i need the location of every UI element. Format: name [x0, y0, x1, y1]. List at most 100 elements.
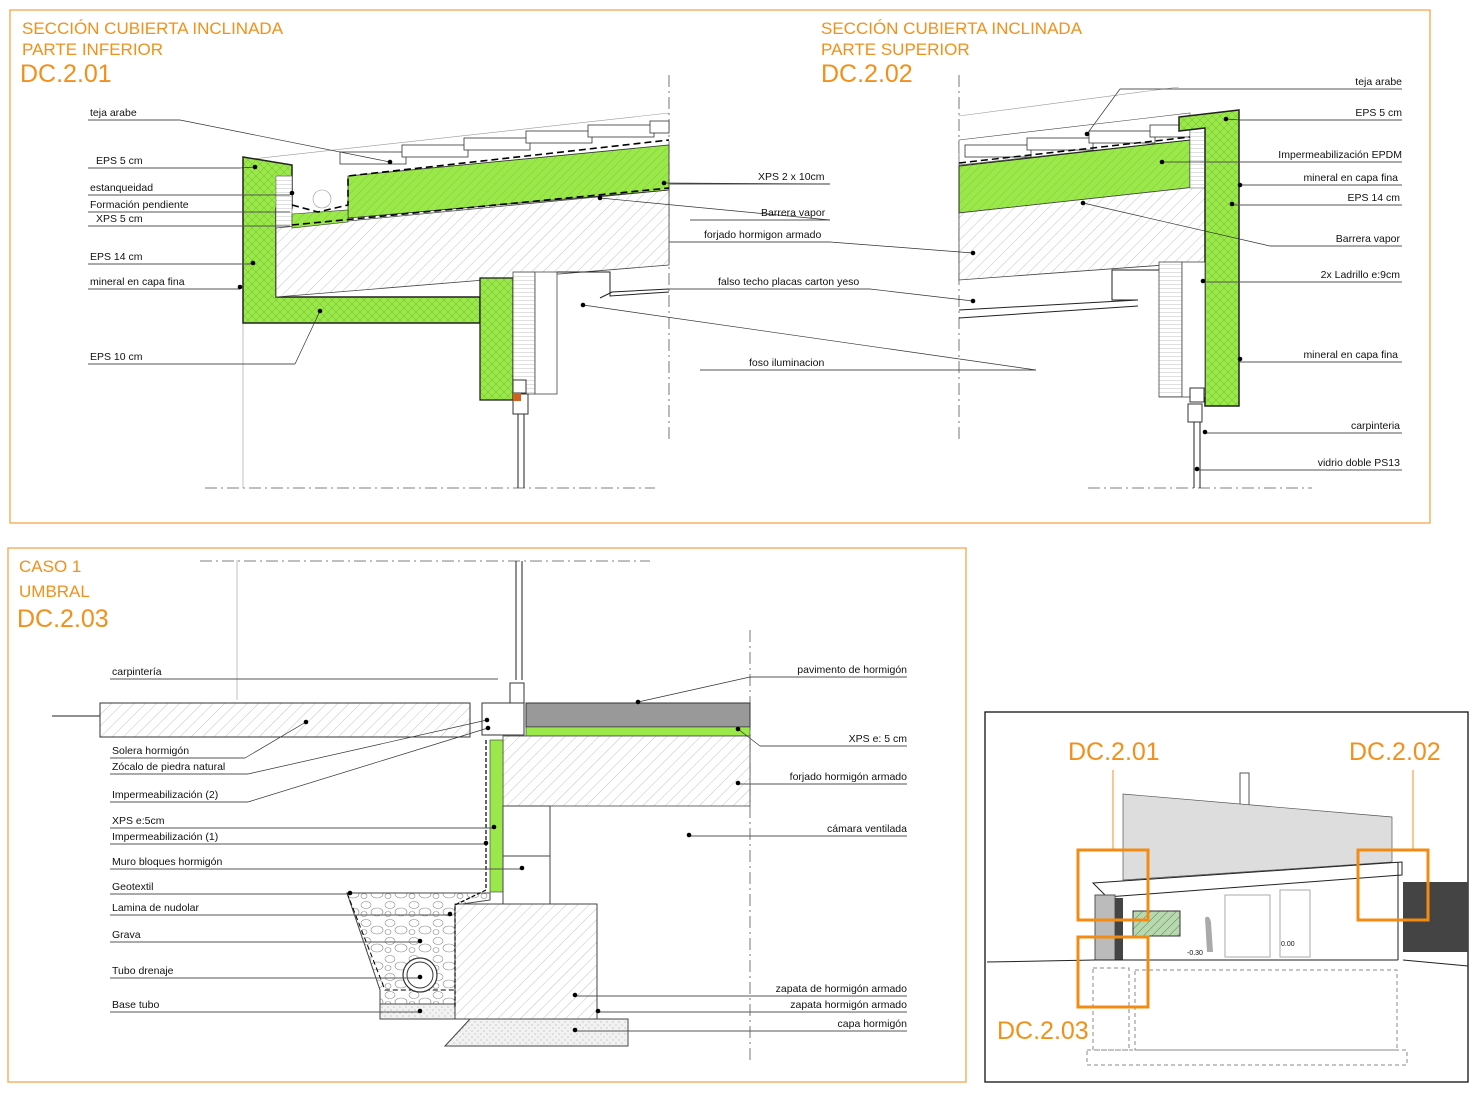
- detail-3-code: DC.2.03: [17, 605, 109, 633]
- label-text: Solera hormigón: [112, 745, 189, 757]
- annotation-label: mineral en capa fina: [1237, 349, 1402, 363]
- label-text: falso techo placas carton yeso: [718, 276, 859, 288]
- leader-dot: [686, 832, 692, 838]
- annotation-label: XPS 2 x 10cm: [661, 171, 831, 186]
- label-text: Impermeabilización (2): [112, 789, 218, 801]
- annotation-label: XPS 5 cm: [88, 213, 290, 227]
- annotation-label: EPS 14 cm: [88, 251, 256, 266]
- annotation-label: pavimento de hormigón: [635, 664, 907, 705]
- detail-2-title-line1: SECCIÓN CUBIERTA INCLINADA: [821, 19, 1083, 38]
- callout-box-dc202[interactable]: [1356, 848, 1430, 922]
- callout-box-dc203[interactable]: [1076, 935, 1150, 1009]
- label-text: carpinteria: [1351, 420, 1400, 432]
- label-text: teja arabe: [90, 107, 137, 119]
- annotation-label: Base tubo: [110, 999, 423, 1014]
- leader-dot: [970, 298, 976, 304]
- leader-dot: [1159, 159, 1165, 165]
- detail-frame-threshold: [7, 547, 967, 1083]
- detail-3-title-line2: UMBRAL: [19, 582, 90, 601]
- label-text: capa hormigón: [838, 1018, 908, 1030]
- leader-dot: [1194, 466, 1200, 472]
- leader-dot: [491, 824, 497, 830]
- leader-dot: [1237, 356, 1243, 362]
- leader-dot: [572, 992, 578, 998]
- section-upper-roof: [958, 75, 1312, 489]
- leader-line: [247, 727, 489, 803]
- annotation-label: vidrio doble PS13: [1194, 457, 1402, 472]
- leader-dot: [347, 890, 353, 896]
- leader-dot: [289, 190, 295, 196]
- leader-dot: [250, 260, 256, 266]
- annotation-label: XPS e: 5 cm: [735, 726, 908, 747]
- annotation-label: capa hormigón: [572, 1018, 908, 1033]
- leader-line: [1225, 118, 1241, 121]
- leader-line: [1086, 88, 1121, 135]
- leader-dot: [317, 308, 323, 314]
- label-text: EPS 5 cm: [96, 155, 143, 167]
- detail-1-title-line1: SECCIÓN CUBIERTA INCLINADA: [22, 19, 284, 38]
- label-text: XPS e:5cm: [112, 815, 165, 827]
- annotation-label: Impermeabilización (2): [110, 725, 491, 803]
- leader-line: [637, 676, 751, 703]
- label-text: XPS 5 cm: [96, 213, 143, 225]
- key-plan-section: -0.30 0.00 DC.2.01 DC.2.02 DC.2.03: [986, 738, 1469, 1066]
- annotation-label: EPS 10 cm: [88, 308, 323, 365]
- label-text: mineral en capa fina: [1303, 172, 1398, 184]
- label-text: XPS e: 5 cm: [849, 733, 908, 745]
- annotation-label: cámara ventilada: [686, 823, 907, 838]
- label-text: forjado hormigón armado: [790, 771, 907, 783]
- label-text: foso iluminacion: [749, 357, 824, 369]
- label-text: Impermeabilización EPDM: [1278, 149, 1402, 161]
- annotation-label: Geotextil: [110, 881, 353, 896]
- leader-line: [244, 721, 307, 759]
- annotation-label: carpinteria: [1202, 420, 1402, 435]
- label-text: EPS 10 cm: [90, 351, 143, 363]
- level-label-1: -0.30: [1187, 950, 1203, 957]
- annotation-label: Impermeabilización EPDM: [1159, 149, 1402, 165]
- label-text: Barrera vapor: [761, 207, 826, 219]
- leader-dot: [1229, 201, 1235, 207]
- label-text: estanqueidad: [90, 182, 153, 194]
- label-text: XPS 2 x 10cm: [758, 171, 825, 183]
- leader-dot: [483, 840, 489, 846]
- leader-dot: [735, 726, 741, 732]
- annotation-label: Barrera vapor: [597, 195, 831, 221]
- label-text: Formación pendiente: [90, 199, 189, 211]
- leader-dot: [970, 250, 976, 256]
- label-text: Geotextil: [112, 881, 153, 893]
- annotation-label: Tubo drenaje: [110, 965, 423, 980]
- label-text: carpintería: [112, 666, 162, 678]
- annotation-label: Zócalo de piedra natural: [110, 717, 490, 775]
- annotation-label: EPS 14 cm: [1229, 192, 1402, 207]
- detail-2-title-line2: PARTE SUPERIOR: [821, 40, 970, 59]
- label-text: teja arabe: [1355, 76, 1402, 88]
- leader-dot: [580, 302, 586, 308]
- annotation-label: Impermeabilización (1): [110, 831, 489, 846]
- annotation-label: zapata hormigón armado: [595, 999, 907, 1014]
- leader-dot: [387, 159, 393, 165]
- annotation-label: Muro bloques hormigón: [110, 856, 525, 871]
- label-text: Tubo drenaje: [112, 965, 174, 977]
- leader-dot: [597, 195, 603, 201]
- callout-box-dc201[interactable]: [1076, 848, 1150, 922]
- leader-line: [294, 310, 321, 365]
- detail-1-title-line2: PARTE INFERIOR: [22, 40, 163, 59]
- leader-dot: [1223, 116, 1229, 122]
- label-text: vidrio doble PS13: [1318, 457, 1400, 469]
- leader-dot: [572, 1027, 578, 1033]
- annotation-label: XPS e:5cm: [110, 815, 497, 830]
- annotation-label: falso techo placas carton yeso: [669, 276, 976, 304]
- detail-3-title-line1: CASO 1: [19, 557, 81, 576]
- label-text: Grava: [112, 929, 141, 941]
- callout-label-dc202: DC.2.02: [1349, 738, 1441, 766]
- section-lower-roof: [205, 75, 670, 489]
- leader-line: [247, 719, 488, 775]
- label-text: Muro bloques hormigón: [112, 856, 222, 868]
- leader-dot: [735, 780, 741, 786]
- leader-dot: [237, 284, 243, 290]
- leader-dot: [417, 938, 423, 944]
- level-label-2: 0.00: [1281, 941, 1295, 948]
- annotation-label: zapata de hormigón armado: [572, 983, 907, 998]
- detail-1-code: DC.2.01: [20, 60, 112, 88]
